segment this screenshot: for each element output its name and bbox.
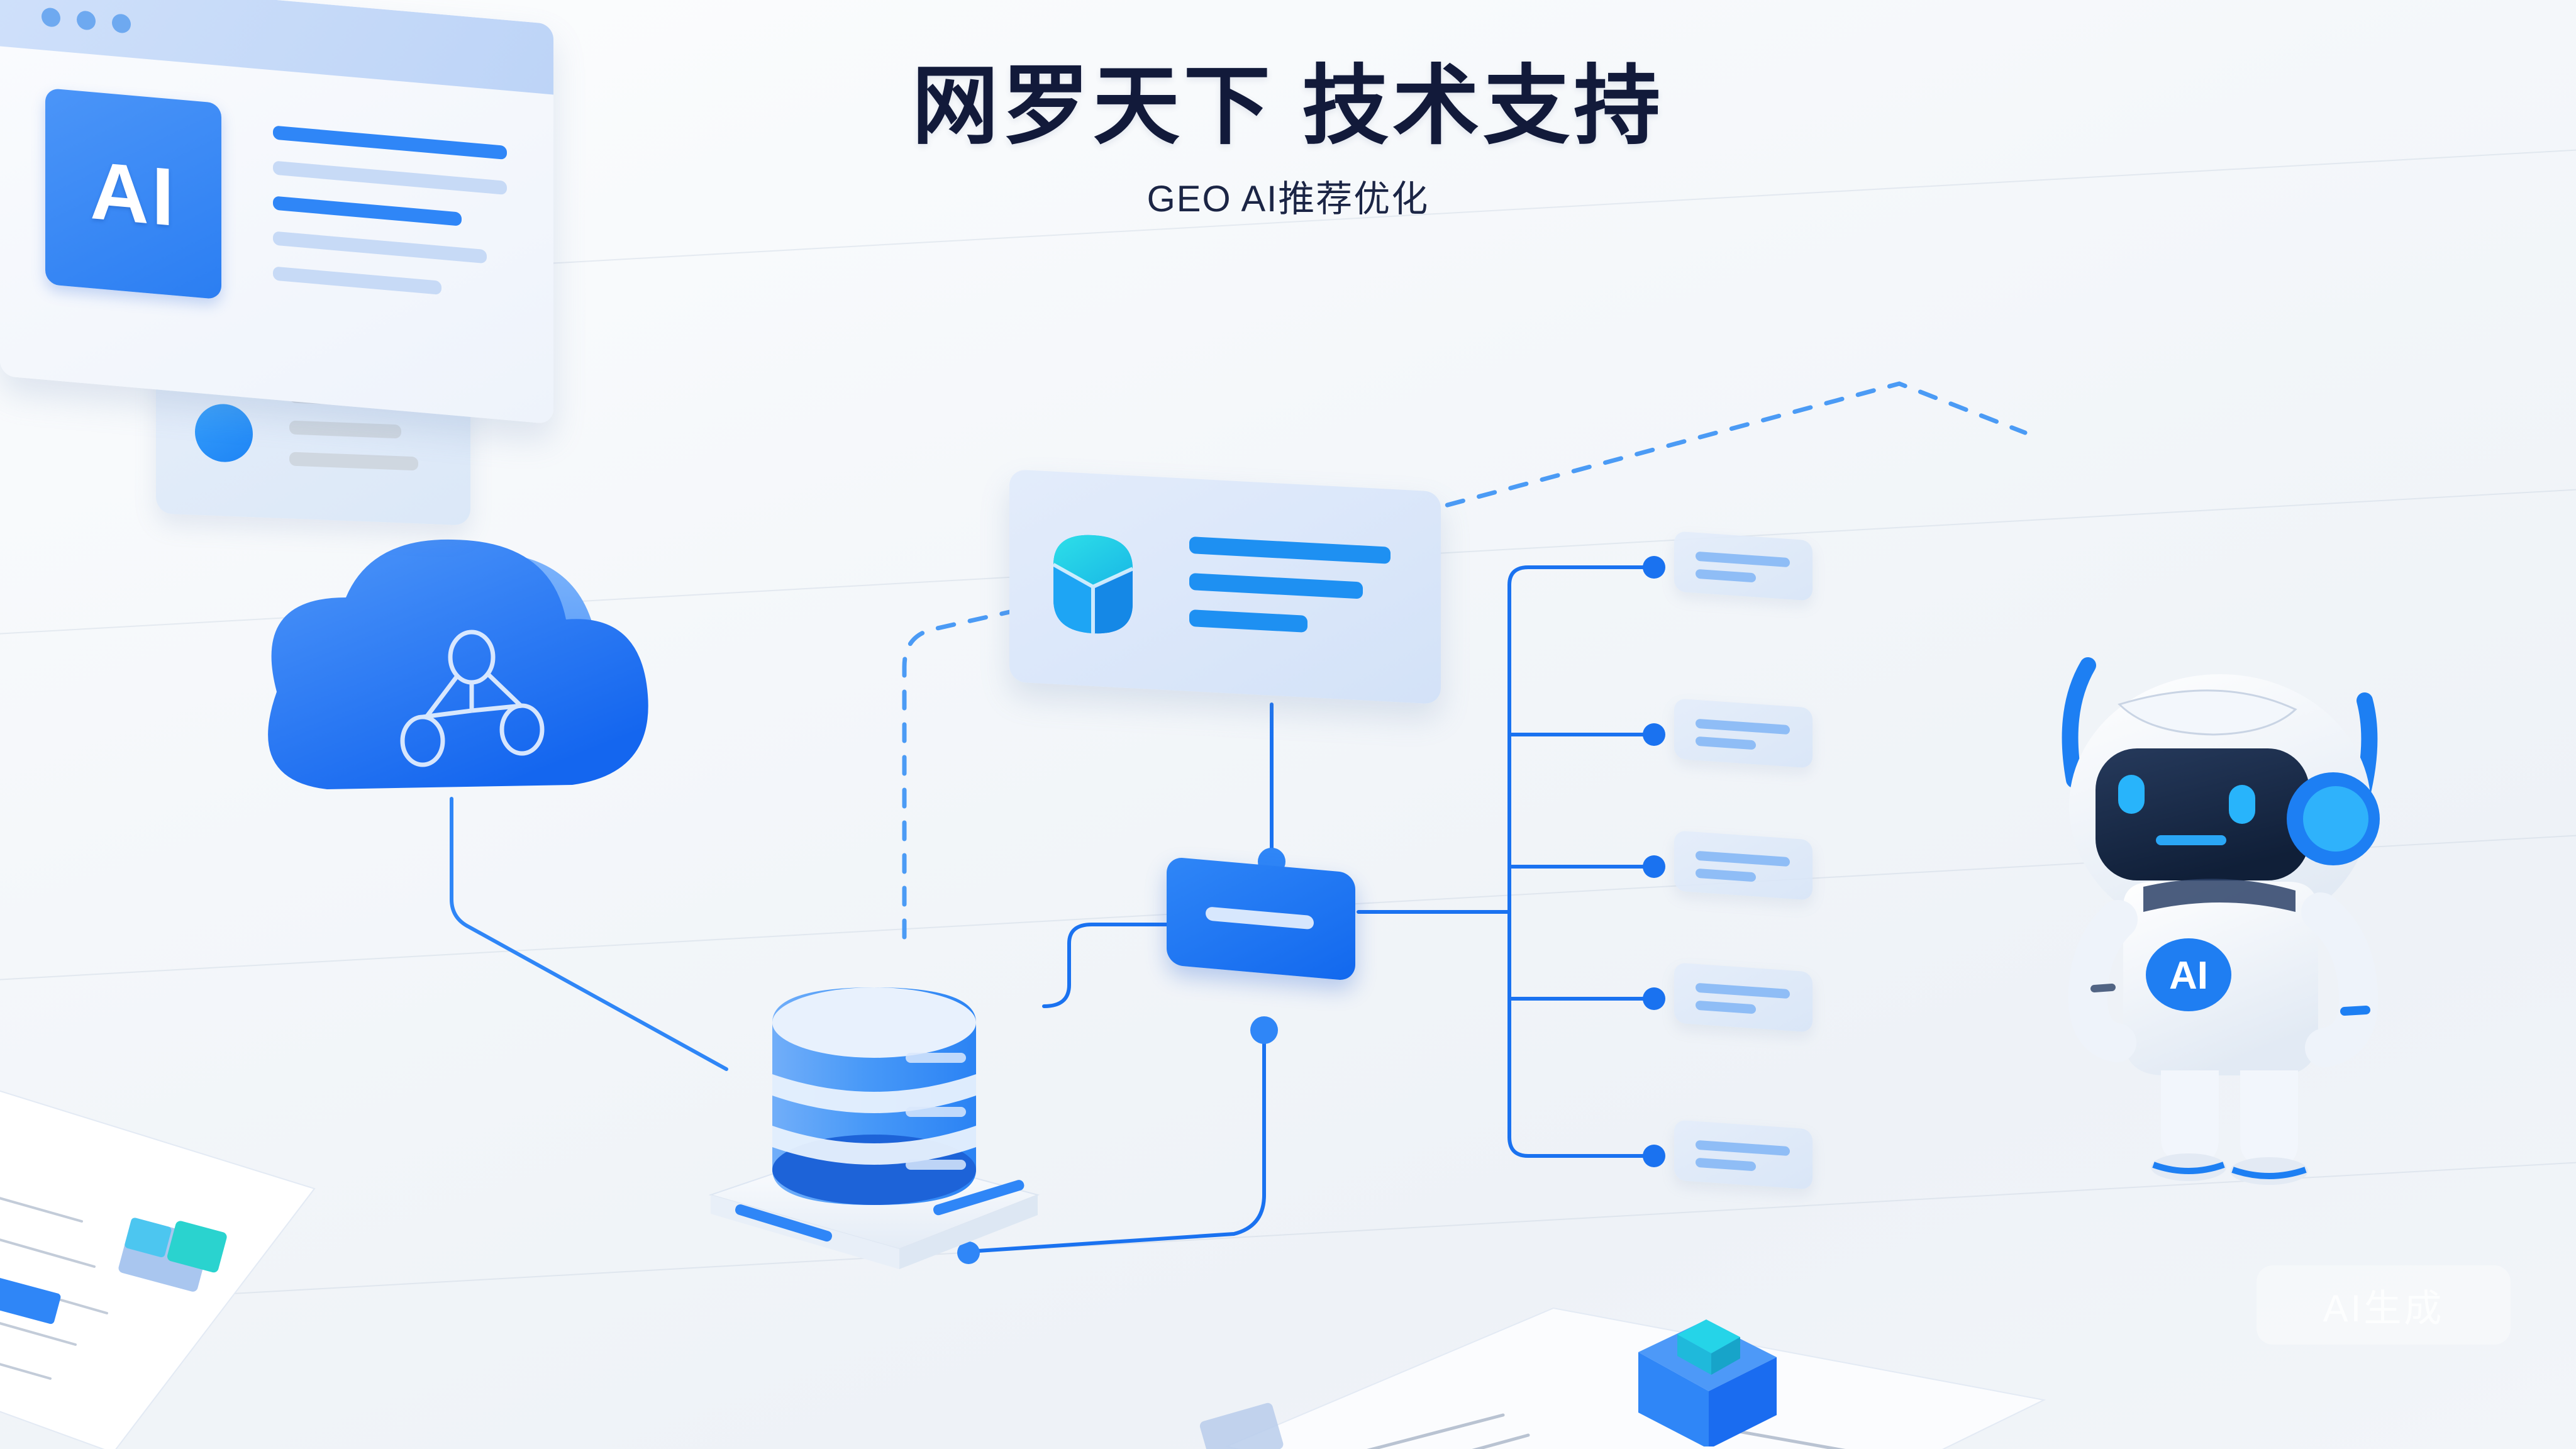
avatar (195, 402, 253, 464)
result-card[interactable] (1674, 830, 1813, 901)
page-title-block: 网罗天下 技术支持 GEO AI推荐优化 (0, 58, 2576, 222)
ai-robot-mascot: AI (2062, 657, 2380, 1185)
cloud-network-icon (268, 539, 648, 789)
text-document (1199, 1307, 2046, 1449)
result-card[interactable] (1674, 962, 1813, 1033)
robot-chest-badge: AI (2169, 954, 2208, 997)
text-line (1696, 850, 1790, 867)
processing-node[interactable] (1167, 856, 1355, 982)
analytics-document (0, 1090, 316, 1449)
result-card[interactable] (1674, 1119, 1813, 1190)
ai-generated-watermark: AI生成 (2257, 1265, 2511, 1345)
text-line (289, 452, 418, 471)
text-line (1696, 569, 1756, 583)
text-line (1696, 1000, 1756, 1014)
database-stack-icon (708, 987, 1040, 1269)
text-line (1696, 1140, 1790, 1157)
node-indicator (1206, 906, 1314, 930)
text-line (1696, 551, 1790, 568)
text-line (1696, 1157, 1756, 1172)
result-card[interactable] (1674, 531, 1813, 601)
text-line (289, 420, 401, 439)
text-line (1189, 573, 1363, 599)
data-source-card[interactable] (1009, 469, 1441, 704)
text-line (1696, 982, 1790, 999)
page-title: 网罗天下 技术支持 (911, 58, 1665, 155)
blue-cube-block (1638, 1319, 1777, 1446)
text-line (273, 231, 487, 264)
text-line (1696, 736, 1756, 750)
result-card[interactable] (1674, 698, 1813, 769)
text-line (1696, 718, 1790, 735)
page-subtitle: GEO AI推荐优化 (1146, 178, 1430, 219)
text-line (1696, 868, 1756, 882)
text-line (1189, 609, 1307, 633)
text-line (1189, 536, 1391, 564)
cube-3d-icon (1052, 535, 1134, 634)
watermark-label: AI生成 (2323, 1287, 2445, 1330)
text-line (273, 266, 441, 295)
